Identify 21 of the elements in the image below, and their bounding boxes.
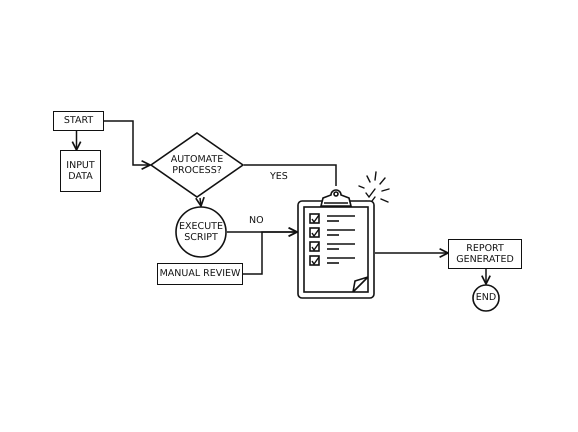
arrow bbox=[375, 248, 449, 258]
clipboard-drawing bbox=[297, 186, 375, 300]
node-label: INPUT DATA bbox=[65, 160, 96, 182]
edge-label: YES bbox=[268, 171, 290, 182]
node-label: START bbox=[64, 115, 94, 127]
node-label: AUTOMATE PROCESS? bbox=[170, 154, 224, 176]
node-label: EXECUTE SCRIPT bbox=[178, 220, 224, 244]
arrow bbox=[194, 196, 205, 207]
edge-label: NO bbox=[247, 215, 266, 226]
node-label: MANUAL REVIEW bbox=[160, 268, 240, 280]
process-box bbox=[60, 150, 101, 192]
arrow bbox=[480, 269, 492, 285]
start-box bbox=[53, 111, 104, 131]
arrow bbox=[104, 120, 151, 170]
arrow bbox=[71, 131, 82, 151]
connector-line bbox=[244, 164, 337, 186]
process-box bbox=[448, 239, 522, 269]
process-box bbox=[157, 263, 243, 285]
node-label: END bbox=[476, 292, 496, 304]
arrow bbox=[243, 226, 298, 275]
node-label: REPORT GENERATED bbox=[455, 242, 515, 266]
